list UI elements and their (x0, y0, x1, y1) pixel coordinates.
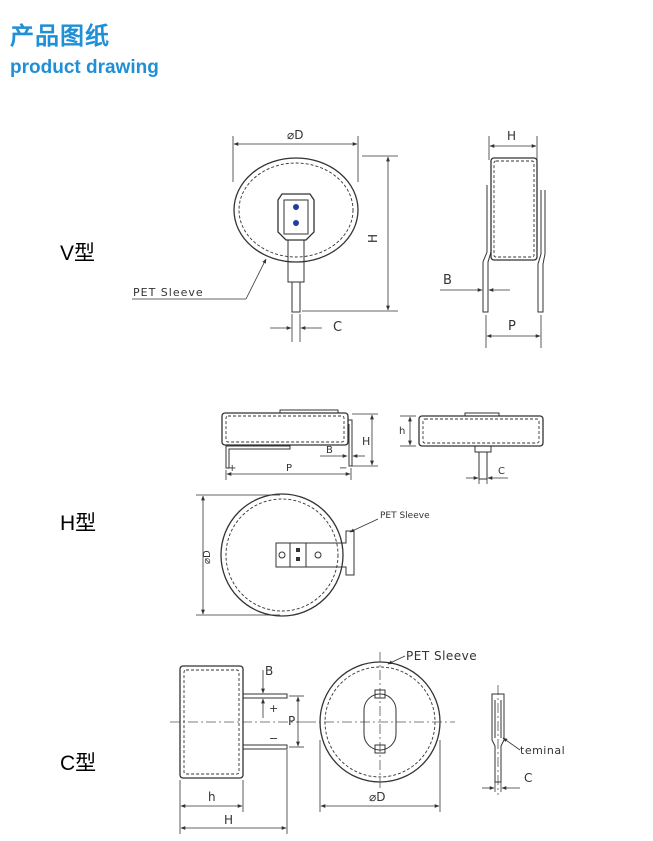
c-type-front-view: ⌀D PET Sleeve (306, 649, 477, 812)
c-dim-pin: C (524, 771, 532, 785)
c-type-terminal-view: teminal C (482, 685, 565, 795)
h-dim-pin: C (498, 466, 505, 477)
page-title-en: product drawing (10, 57, 159, 78)
v-type-front-view: ⌀D H C PET Sleeve (132, 128, 398, 342)
terminal-dot-top (293, 204, 299, 210)
v-type-side-view: H B P (440, 129, 546, 348)
c-dim-small-h: h (208, 790, 216, 804)
c-dim-height: H (224, 813, 233, 827)
h-plus-sign: + (228, 463, 236, 474)
c-dim-diameter: ⌀D (369, 790, 385, 804)
v-dim-offset: B (443, 273, 452, 288)
type-label-c: C型 (60, 752, 97, 775)
h-dim-small-h: h (399, 426, 405, 437)
page-title-cn: 产品图纸 (10, 22, 110, 50)
v-dim-diameter: ⌀D (287, 128, 303, 142)
h-type-side-view: H B P + − (221, 409, 378, 480)
type-label-h: H型 (60, 512, 97, 535)
c-dim-pitch: P (288, 714, 295, 728)
h-type-top-view: ⌀D PET Sleeve (196, 493, 430, 617)
h-sleeve-label: PET Sleeve (380, 511, 430, 521)
h-dim-height: H (362, 435, 370, 448)
v-dim-pitch: P (508, 319, 516, 334)
h-dim-offset: B (326, 445, 333, 456)
v-dim-width: H (507, 129, 516, 143)
c-plus-sign: + (269, 702, 278, 715)
h-dim-diameter: ⌀D (202, 550, 213, 564)
h-minus-sign: − (339, 463, 347, 474)
v-dim-pin: C (333, 320, 342, 335)
c-sleeve-label: PET Sleeve (406, 649, 477, 663)
v-dim-height: H (366, 234, 380, 243)
terminal-dot-bottom (293, 220, 299, 226)
c-type-side-view: B + − P h H (170, 664, 306, 834)
c-terminal-label: teminal (520, 744, 565, 757)
c-minus-sign: − (269, 732, 278, 745)
h-type-end-view: h C (399, 412, 544, 484)
v-sleeve-label: PET Sleeve (133, 286, 204, 299)
c-dim-offset: B (265, 664, 273, 678)
h-dim-pitch: P (286, 463, 292, 474)
type-label-v: V型 (60, 242, 96, 265)
